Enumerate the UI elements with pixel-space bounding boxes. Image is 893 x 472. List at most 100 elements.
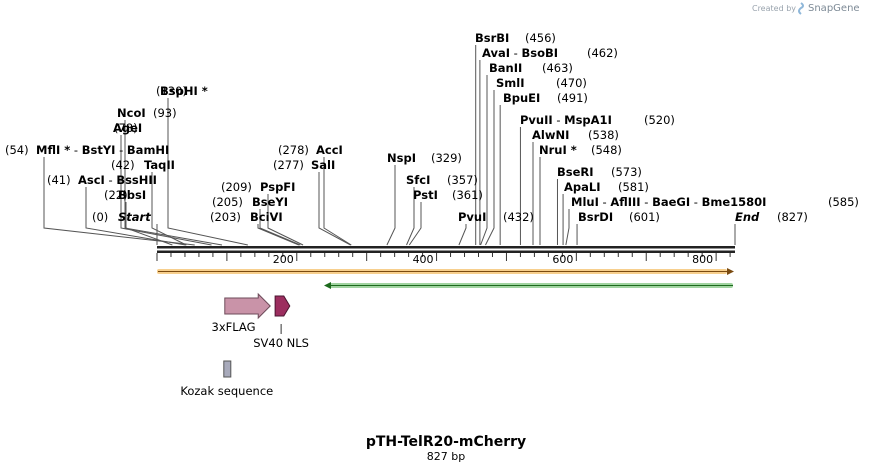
cut-site-line bbox=[120, 135, 212, 246]
site-name: BaeGI bbox=[652, 195, 690, 209]
cut-site-label: (22)BbsI bbox=[104, 188, 146, 202]
site-position: (329) bbox=[431, 151, 462, 165]
site-name: NspI bbox=[387, 151, 416, 165]
site-position: (203) bbox=[210, 210, 241, 224]
site-position: (573) bbox=[611, 165, 642, 179]
site-name: AflIII bbox=[610, 195, 640, 209]
cut-site-label: (470) SmlI bbox=[496, 76, 587, 90]
ruler-label: 600 bbox=[552, 253, 573, 266]
cut-site-label: (827)End bbox=[735, 210, 808, 224]
cut-site-label: (462)AvaI - BsoBI bbox=[482, 46, 618, 60]
cut-site-label: (538) AlwNI bbox=[532, 128, 619, 142]
site-position: (585) bbox=[828, 195, 859, 209]
cut-site-line bbox=[124, 120, 223, 246]
site-name: BciVI bbox=[250, 210, 283, 224]
cut-site-labels: (0)Start(22)BbsI(41)AscI - BssHII(42)Taq… bbox=[5, 31, 859, 224]
cut-site-line bbox=[257, 224, 300, 246]
site-position: (78) bbox=[114, 121, 138, 135]
site-position: (548) bbox=[591, 143, 622, 157]
site-name: BseRI bbox=[557, 165, 594, 179]
site-name: ApaLI bbox=[564, 180, 601, 194]
site-name: BanII bbox=[489, 61, 522, 75]
feature-sv40-nls-label: SV40 NLS bbox=[253, 336, 309, 350]
cut-site-line bbox=[167, 98, 248, 246]
site-position: (601) bbox=[629, 210, 660, 224]
feature-track: 3xFLAG SV40 NLS Kozak sequence bbox=[180, 292, 309, 398]
site-position: (470) bbox=[556, 76, 587, 90]
site-names: NcoI bbox=[117, 106, 146, 120]
site-name: BsoBI bbox=[522, 46, 559, 60]
cut-site-label: (601)BsrDI bbox=[578, 210, 660, 224]
site-name: MluI bbox=[571, 195, 599, 209]
site-names: MluI - AflIII - BaeGI - Bme1580I bbox=[571, 195, 766, 209]
site-name: BbsI bbox=[118, 188, 146, 202]
site-names: PspFI bbox=[260, 180, 295, 194]
site-name: TaqII bbox=[144, 158, 175, 172]
feature-3xflag-label: 3xFLAG bbox=[212, 320, 256, 334]
site-name: BspHI * bbox=[160, 84, 208, 98]
site-position: (54) bbox=[5, 143, 29, 157]
site-position: (209) bbox=[221, 180, 252, 194]
cut-site-line bbox=[406, 187, 415, 246]
cut-site-label: (329) NspI bbox=[387, 151, 462, 165]
orf-forward-arrowhead bbox=[727, 268, 734, 275]
feature-kozak-label: Kozak sequence bbox=[180, 384, 273, 398]
site-name: BseYI bbox=[252, 195, 288, 209]
site-name: PspFI bbox=[260, 180, 295, 194]
cut-site-label: (520)PvuII - MspA1I bbox=[520, 113, 675, 127]
cut-site-label: (277) SalI bbox=[273, 158, 335, 172]
cut-site-label: (278) AccI bbox=[278, 143, 343, 157]
site-name: SfcI bbox=[406, 173, 430, 187]
cut-site-line bbox=[43, 157, 195, 246]
cut-site-label: (463)BanII bbox=[489, 61, 573, 75]
site-name: BstYI bbox=[82, 143, 116, 157]
site-position: (538) bbox=[588, 128, 619, 142]
site-position: (491) bbox=[557, 91, 588, 105]
cut-site-line bbox=[318, 172, 351, 246]
site-names: TaqII bbox=[144, 158, 175, 172]
site-name: NcoI bbox=[117, 106, 146, 120]
map-title: pTH-TelR20-mCherry bbox=[366, 434, 526, 450]
site-position: (22) bbox=[104, 188, 128, 202]
site-position: (42) bbox=[111, 158, 135, 172]
credit-prefix: Created by bbox=[752, 4, 796, 13]
cut-site-label: (209) PspFI bbox=[221, 180, 295, 194]
site-name: AvaI bbox=[482, 46, 510, 60]
site-name: PstI bbox=[413, 188, 438, 202]
site-names: BspHI * bbox=[160, 84, 208, 98]
cut-site-label: (491)BpuEI bbox=[503, 91, 588, 105]
site-position: (278) bbox=[278, 143, 309, 157]
site-position: (432) bbox=[503, 210, 534, 224]
cut-site-line bbox=[323, 157, 352, 246]
site-names: Start bbox=[118, 210, 151, 224]
site-name: PvuI bbox=[458, 210, 486, 224]
site-name: BssHII bbox=[116, 173, 157, 187]
site-name: AlwNI bbox=[532, 128, 569, 142]
site-names: SmlI bbox=[496, 76, 525, 90]
ruler-label: 800 bbox=[692, 253, 713, 266]
site-names: SalI bbox=[311, 158, 335, 172]
site-names: BanII bbox=[489, 61, 522, 75]
cut-site-lines bbox=[43, 45, 736, 246]
site-position: (277) bbox=[273, 158, 304, 172]
cut-site-label: (573) BseRI bbox=[557, 165, 642, 179]
site-position: (520) bbox=[644, 113, 675, 127]
site-names: NspI bbox=[387, 151, 416, 165]
site-name: BsrBI bbox=[475, 31, 509, 45]
site-name: AccI bbox=[316, 143, 343, 157]
site-name: Bme1580I bbox=[702, 195, 767, 209]
site-names: AlwNI bbox=[532, 128, 569, 142]
cut-site-line bbox=[267, 194, 304, 246]
cut-site-label: (93)NcoI bbox=[117, 106, 177, 120]
site-position: (130) bbox=[156, 84, 187, 98]
site-names: End bbox=[735, 210, 760, 224]
site-names: ApaLI bbox=[564, 180, 601, 194]
site-name: MflI * bbox=[36, 143, 70, 157]
site-names: BseYI bbox=[252, 195, 288, 209]
site-name: End bbox=[735, 210, 760, 224]
site-position: (0) bbox=[92, 210, 108, 224]
ruler-label: 400 bbox=[413, 253, 434, 266]
cut-site-label: (54)MflI * - BstYI - BamHI bbox=[5, 143, 169, 157]
site-names: PvuI bbox=[458, 210, 486, 224]
